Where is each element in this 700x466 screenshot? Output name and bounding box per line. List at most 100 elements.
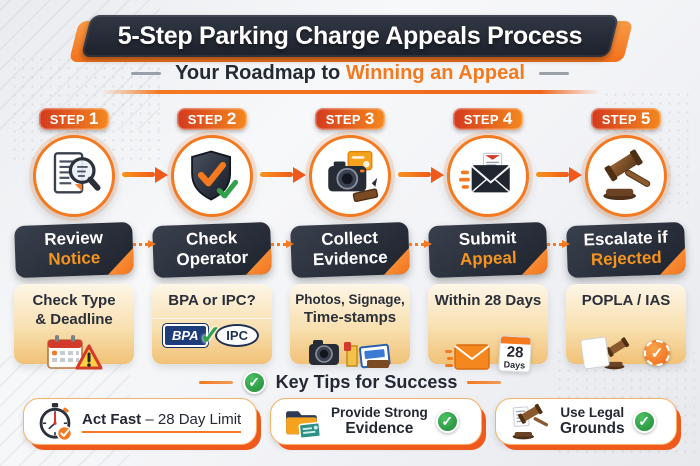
step-4-icon-circle [447,135,529,217]
step-title-line2: Rejected [590,247,663,270]
tip-provide-evidence-label: Provide Strong Evidence [331,405,428,437]
tips-dash-left [198,381,233,384]
green-check-icon: ✓ [632,410,656,433]
arrow-step4-to-step5 [536,166,582,183]
tip-line2: Evidence [345,420,414,438]
bpa-ipc-logos: BPA ✓ IPC [152,317,272,350]
step-4-title: Submit Appeal [428,221,548,279]
arrow-step2-to-step3 [260,166,306,183]
step-detail-line2: Time-stamps [303,308,397,326]
tip-provide-evidence: Provide Strong Evidence ✓ [270,398,482,445]
step-2: STEP 2 Check Operator BPA or IPC? [143,106,281,368]
step-badge-number: 1 [88,109,99,128]
gavel-icon [603,149,651,201]
step-4-detail: Within 28 Days 28 Days [428,284,548,373]
step-3: STEP 3 [281,106,419,369]
envelope-send-icon [459,152,511,193]
document-icon [580,336,610,370]
step-2-badge: STEP 2 [176,108,248,130]
ipc-logo: IPC [215,323,259,347]
step-5-detail: POPLA / IAS ✓ [566,284,686,370]
step-1-title: Review Notice [14,221,134,279]
step-5-title: Escalate if Rejected [566,221,686,279]
step-2-icon-circle [171,135,253,217]
page-subtitle: Your Roadmap to Winning an Appeal [175,62,525,85]
steps-row: STEP 1 [0,106,700,373]
step-5: STEP 5 [557,106,695,370]
step-title-line2: Operator [176,247,249,270]
tip-legal-grounds-label: Use Legal Grounds [560,405,625,437]
step-detail-line1: Check Type [32,292,116,310]
arrow-step1-to-step2 [122,166,168,183]
step-4-badge: STEP 4 [452,108,524,130]
step-5-icon-circle [585,135,667,217]
step-detail-line2: & Deadline [35,310,113,328]
dashed-arrow-4 [547,240,570,248]
tip-act-fast: Act Fast – 28 Day Limit [23,398,257,445]
title-banner: 5-Step Parking Charge Appeals Process [68,15,634,62]
subtitle-dash-left [131,72,162,75]
tip-legal-grounds: Use Legal Grounds ✓ [495,398,677,445]
tip-act-fast-label: Act Fast – 28 Day Limit [82,410,242,433]
step-badge-number: 2 [226,109,237,128]
gavel-icon [512,403,549,439]
step-detail-line1: Within 28 Days [434,292,542,310]
bpa-logo: BPA [165,325,206,345]
envelope-calendar-icon: 28 Days [428,335,548,373]
tip-line2: Grounds [560,420,625,438]
calendar-label: Days [503,359,526,371]
step-1-badge: STEP 1 [38,108,110,130]
step-detail-line1: POPLA / IAS [581,292,671,310]
step-badge-label: STEP [463,112,499,127]
shield-check-icon [191,150,239,201]
step-title-line1: Submit [458,228,517,250]
step-2-title: Check Operator [152,221,272,279]
tip-line1-bold: Legal [588,405,625,421]
dashed-arrow-3 [409,240,432,248]
step-1: STEP 1 [5,106,143,370]
calendar-warning-icon [14,332,134,372]
tip-line1-normal: Use [560,405,589,421]
camera-evidence-icon [328,150,379,203]
step-title-line2: Appeal [459,248,517,270]
step-badge-number: 4 [502,109,513,128]
step-3-badge: STEP 3 [314,108,386,130]
step-title-line1: Collect [320,228,379,249]
step-badge-number: 5 [640,109,651,128]
step-badge-label: STEP [49,112,85,127]
step-1-icon-circle [33,135,115,217]
orange-check-icon: ✓ [644,340,670,367]
stopwatch-icon [39,402,73,441]
evidence-folder-icon [286,410,322,439]
gavel-check-icon: ✓ [566,334,686,372]
green-check-icon: ✓ [199,319,222,350]
tip-line1: Provide Strong [331,405,428,421]
step-badge-label: STEP [187,112,223,127]
step-3-title: Collect Evidence [290,221,410,279]
tips-header: ✓ Key Tips for Success [0,371,700,394]
calendar-28-days-icon: 28 Days [498,335,532,373]
subtitle-highlight: Winning an Appeal [345,62,525,84]
step-5-badge: STEP 5 [590,108,662,130]
check-circle-icon: ✓ [242,371,266,394]
step-detail-line1: BPA or IPC? [168,292,256,310]
step-4: STEP 4 Submit Appeal [419,106,557,373]
step-3-detail: Photos, Signage, Time-stamps [290,284,410,369]
step-detail-line1: Photos, Signage, [295,292,405,308]
dashed-arrow-1 [133,240,156,248]
subtitle-dash-right [538,72,569,75]
tip-rest-text: – 28 Day Limit [141,410,242,428]
arrow-step3-to-step4 [398,166,444,183]
subtitle-underline [100,90,600,94]
step-title-line1: Review [43,227,104,250]
step-title-line1: Check [185,228,238,249]
dashed-arrow-2 [271,240,294,248]
green-check-icon: ✓ [435,410,459,433]
step-badge-label: STEP [325,112,361,127]
step-title-line2: Notice [47,248,101,269]
step-title-line2: Evidence [312,247,388,270]
page-title: 5-Step Parking Charge Appeals Process [117,21,583,50]
step-3-icon-circle [309,135,391,217]
tip-bold-text: Act Fast [82,410,142,428]
